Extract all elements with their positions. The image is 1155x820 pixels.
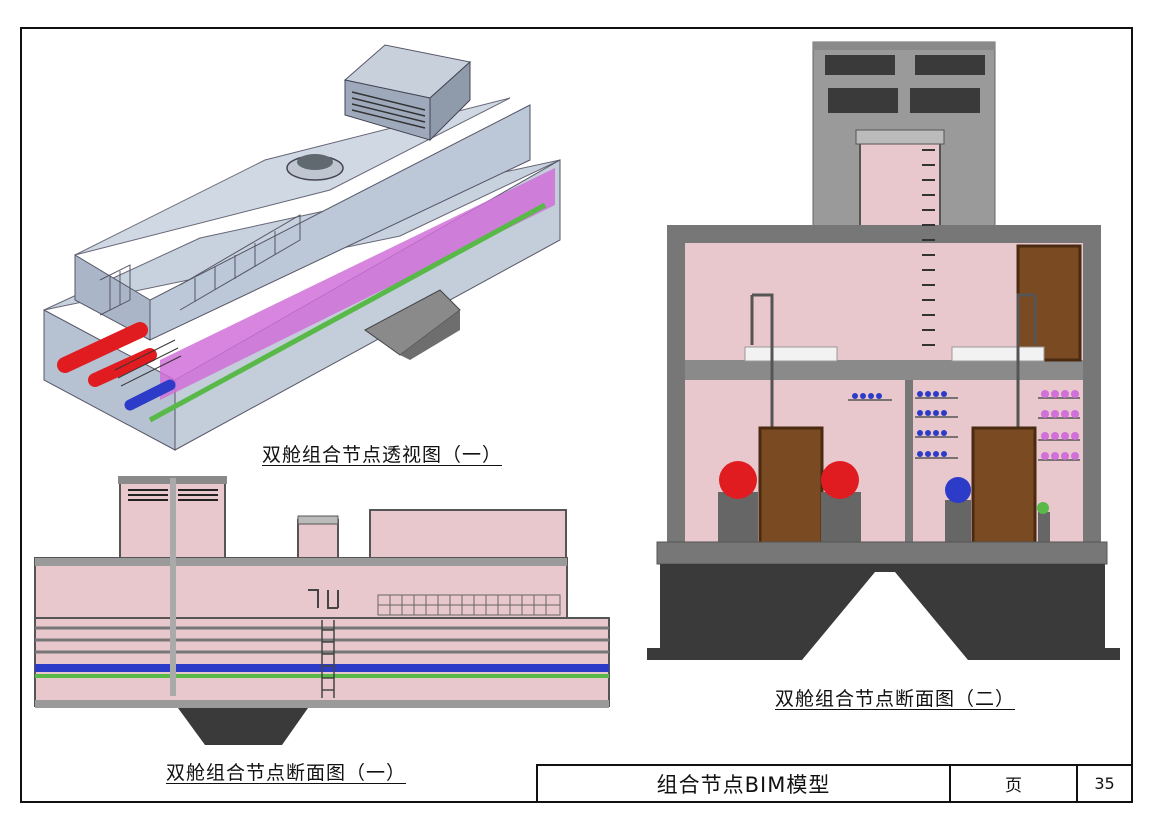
platform-right-2: [952, 347, 1044, 361]
title-block-page-label: 页: [951, 766, 1078, 801]
foundation-2: [647, 564, 1120, 660]
upper-door-2: [1018, 246, 1080, 360]
perspective-view: [44, 45, 560, 450]
section-view-2: [647, 42, 1120, 660]
mid-slab-2: [685, 360, 1083, 380]
caption-section-2: 双舱组合节点断面图（二）: [775, 684, 1015, 711]
platform-left-2: [745, 347, 837, 361]
section-view-1: [35, 476, 609, 745]
title-block-page-number: 35: [1078, 766, 1131, 801]
vertical-pipe-1: [170, 478, 176, 696]
pedestal-3: [945, 500, 971, 542]
base-slab-2: [657, 542, 1107, 564]
equipment-room-1: [370, 510, 566, 558]
tower-cap-2: [813, 42, 995, 50]
floor-slab-1: [35, 700, 609, 708]
manhole-rim-2: [856, 130, 944, 144]
manhole-shaft-1: [298, 520, 338, 558]
red-pipe-right-2: [821, 461, 859, 499]
red-pipe-left-2: [719, 461, 757, 499]
lower-door-right-2: [973, 428, 1035, 543]
caption-section-1: 双舱组合节点断面图（一）: [166, 758, 406, 785]
hopper-1: [178, 708, 308, 745]
slab-1: [35, 558, 567, 566]
upper-deck-1: [35, 558, 567, 618]
title-block-title: 组合节点BIM模型: [538, 766, 951, 801]
title-block: 组合节点BIM模型 页 35: [536, 764, 1133, 803]
green-pipe-2: [1037, 502, 1049, 514]
manhole-cover: [297, 154, 333, 170]
caption-perspective-1: 双舱组合节点透视图（一）: [262, 440, 502, 467]
pedestal-1: [718, 492, 758, 542]
manhole-rim-1: [298, 516, 338, 524]
pedestal-2: [821, 492, 861, 542]
lower-door-left-2: [760, 428, 822, 543]
pedestal-4: [1038, 512, 1050, 542]
shaft-interior-2: [890, 243, 915, 360]
blue-pipe-2: [945, 477, 971, 503]
shaft-wall-left: [870, 225, 878, 243]
